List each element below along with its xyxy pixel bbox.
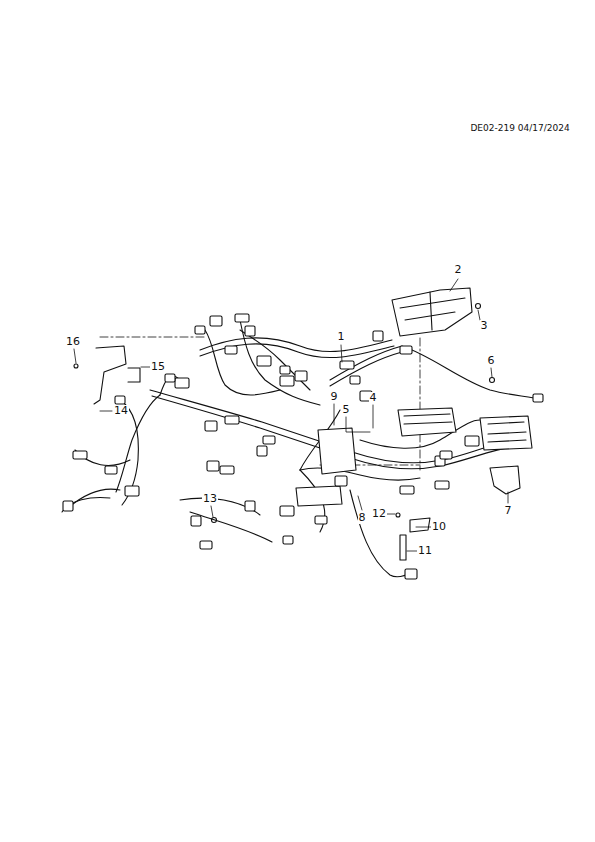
- connector-plug: [440, 451, 452, 459]
- connector-plug: [165, 374, 175, 382]
- callout-number: 13: [202, 493, 218, 505]
- connector-plug: [435, 481, 449, 489]
- connector-plug: [280, 506, 294, 516]
- connector-plug: [400, 486, 414, 494]
- connector-plug: [125, 486, 139, 496]
- connector-plug: [220, 466, 234, 474]
- callout-number: 7: [504, 505, 513, 517]
- connector-plug: [257, 446, 267, 456]
- connector-plug: [63, 501, 73, 511]
- callout-number: 6: [487, 355, 496, 367]
- control-module: [296, 408, 532, 506]
- connector-plug: [105, 466, 117, 474]
- leader-lines: [74, 279, 508, 551]
- callout-number: 8: [358, 512, 367, 524]
- connector-plug: [350, 376, 360, 384]
- drawing-id: DE02-219 04/17/2024: [469, 123, 570, 133]
- connector-plug: [280, 366, 290, 374]
- connector-plug: [400, 346, 412, 354]
- connector-plug: [191, 516, 201, 526]
- connector-plug: [280, 376, 294, 386]
- callout-number: 11: [417, 545, 433, 557]
- connector-plug: [257, 356, 271, 366]
- connector-plug: [335, 476, 347, 486]
- connector-plug: [200, 541, 212, 549]
- connector-plug: [225, 416, 239, 424]
- connector-plug: [195, 326, 205, 334]
- connector-plug: [263, 436, 275, 444]
- callout-number: 16: [65, 336, 81, 348]
- connector-plug: [210, 316, 222, 326]
- connector-plug: [207, 461, 219, 471]
- connector-plug: [295, 371, 307, 381]
- callout-number: 9: [330, 391, 339, 403]
- module-bracket: [392, 288, 472, 336]
- connector-plug: [73, 451, 87, 459]
- connector-plug: [283, 536, 293, 544]
- connector-plug: [225, 346, 237, 354]
- callout-number: 3: [480, 320, 489, 332]
- dash-dot-lines: [100, 337, 420, 470]
- callout-number: 5: [342, 404, 351, 416]
- harness-wires: [62, 320, 542, 577]
- connector-plug: [315, 516, 327, 524]
- brackets: [74, 304, 520, 561]
- callout-number: 4: [369, 392, 378, 404]
- callout-number: 1: [337, 331, 346, 343]
- connector-plug: [533, 394, 543, 402]
- connector-plug: [245, 501, 255, 511]
- connector-plug: [115, 396, 125, 404]
- connector-plug: [235, 314, 249, 322]
- callout-number: 10: [431, 521, 447, 533]
- connector-plug: [465, 436, 479, 446]
- connector-plug: [405, 569, 417, 579]
- callout-number: 12: [371, 508, 387, 520]
- callout-number: 15: [150, 361, 166, 373]
- callout-number: 2: [454, 264, 463, 276]
- connector-plug: [205, 421, 217, 431]
- callout-number: 14: [113, 405, 129, 417]
- connectors: [63, 314, 543, 579]
- connector-plug: [373, 331, 383, 341]
- connector-plug: [245, 326, 255, 336]
- connector-plug: [175, 378, 189, 388]
